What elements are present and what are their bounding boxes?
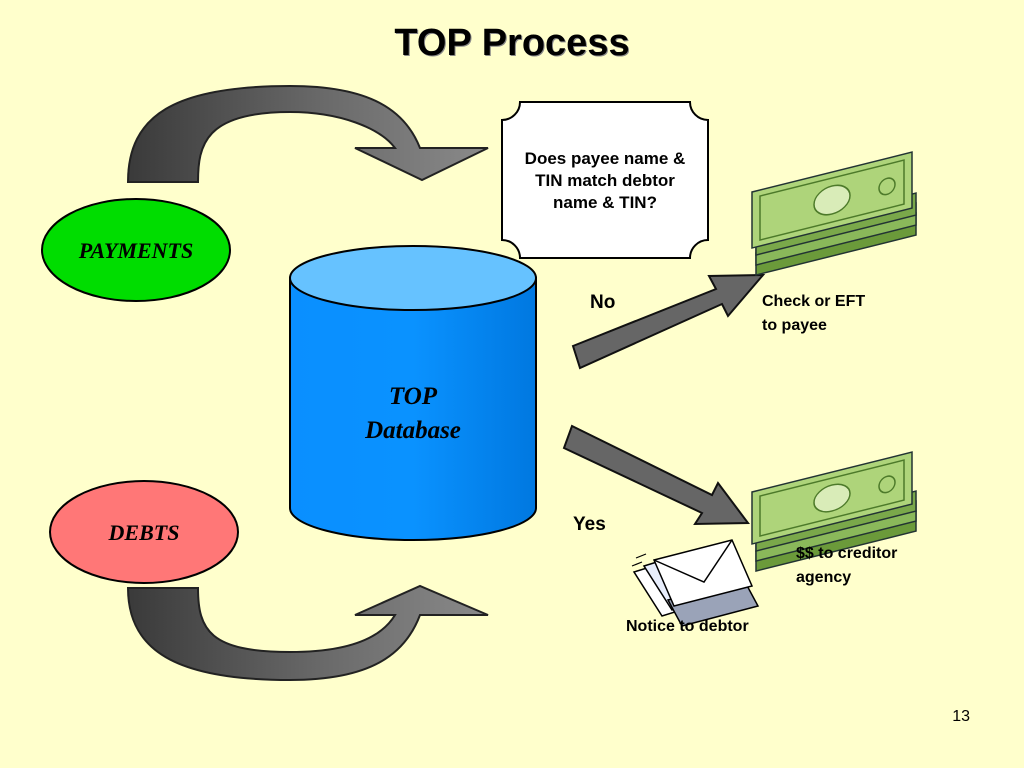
money-stack-icon <box>751 451 917 572</box>
creditor-agency-label: $$ to creditor agency <box>796 542 946 590</box>
slide-title: TOP Process <box>394 22 630 64</box>
creditor-line-2: agency <box>796 569 852 586</box>
question-line-3: name & TIN? <box>553 193 657 212</box>
debts-flow-arrow <box>126 584 489 682</box>
match-question-text: Does payee name & TIN match debtor name … <box>505 148 705 214</box>
envelope-icon <box>631 539 760 627</box>
database-label-line-2: Database <box>365 417 461 444</box>
check-line-1: Check or EFT <box>762 293 866 310</box>
question-line-1: Does payee name & <box>524 149 686 168</box>
question-line-2: TIN match debtor <box>535 171 675 190</box>
top-database-cylinder <box>289 245 537 541</box>
database-label-line-1: TOP <box>388 383 438 410</box>
debts-ellipse <box>49 480 239 584</box>
no-arrow <box>571 273 766 370</box>
yes-label: Yes <box>573 514 606 535</box>
payments-ellipse <box>41 198 231 302</box>
debts-label: DEBTS <box>108 520 180 545</box>
page-number: 13 <box>952 708 970 725</box>
no-label: No <box>590 292 616 313</box>
notice-to-debtor-label: Notice to debtor <box>626 618 749 635</box>
database-label: TOP Database <box>290 380 536 448</box>
check-line-2: to payee <box>762 317 827 334</box>
creditor-line-1: $$ to creditor <box>796 545 898 562</box>
payments-label: PAYMENTS <box>78 238 194 263</box>
money-stack-icon <box>751 151 917 276</box>
yes-arrow <box>562 424 750 526</box>
payments-flow-arrow <box>126 84 489 183</box>
question-box <box>501 101 709 259</box>
check-or-eft-label: Check or EFT to payee <box>762 290 912 338</box>
